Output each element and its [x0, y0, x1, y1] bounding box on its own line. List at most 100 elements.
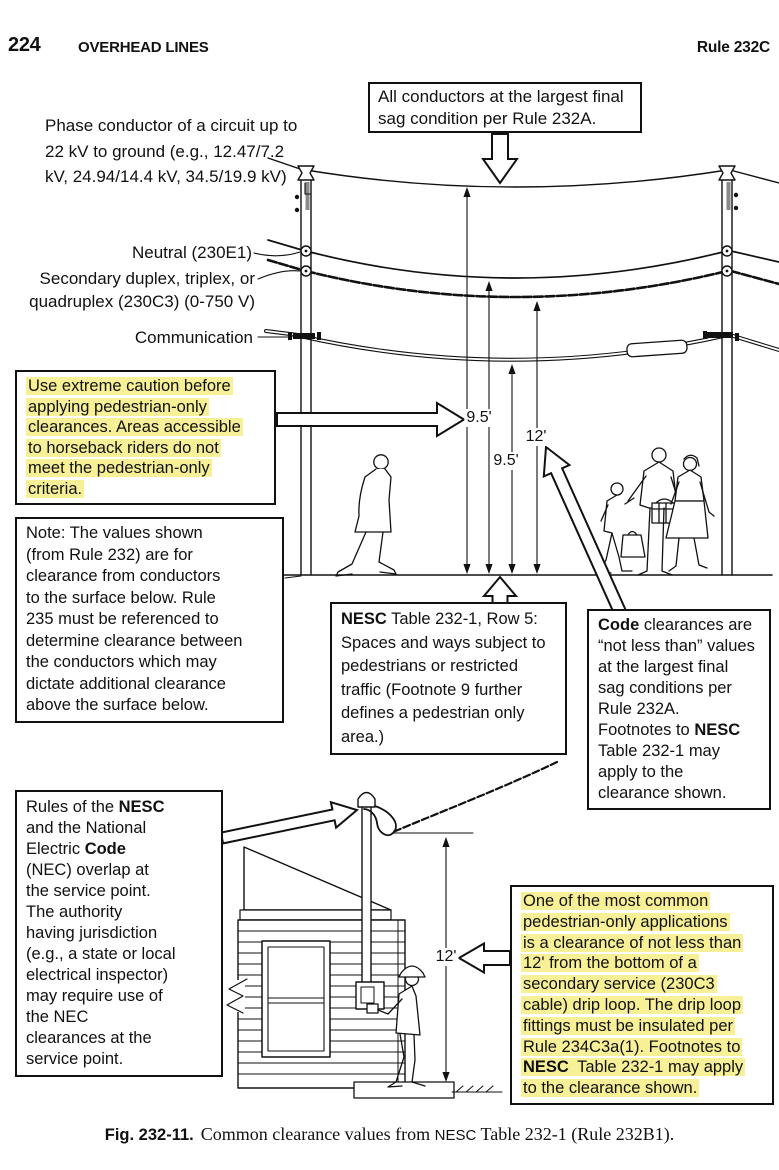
bold-text: NESC: [694, 721, 741, 739]
text-segment: Footnotes to: [598, 721, 695, 739]
caption-text: Common clearance values from: [200, 1124, 435, 1144]
bold-text: NESC: [118, 798, 165, 816]
highlighted-text: criteria.: [26, 479, 85, 498]
text-line: electrical inspector): [26, 966, 169, 984]
text-line: the NEC: [26, 1008, 89, 1026]
text-line: secondary service (230C3: [521, 974, 763, 995]
rule-reference: Rule 232C: [696, 39, 770, 56]
text-segment: Table 232-1, Row 5:: [386, 610, 538, 628]
neutral-label: Neutral (230E1): [131, 243, 252, 262]
clearance-value-neutral: 9.5': [464, 409, 494, 427]
bold-text: NESC: [521, 1058, 571, 1077]
text-line: NESC Table 232-1 may apply: [521, 1057, 763, 1078]
stoop-slab: [353, 1081, 455, 1099]
highlighted-text: meet the pedestrian-only: [26, 459, 212, 477]
text-line: and the National: [26, 819, 147, 837]
text-line: at the largest final: [598, 658, 729, 676]
highlighted-text: applying pedestrian-only: [26, 397, 209, 416]
bold-text: NESC: [341, 610, 387, 628]
highlighted-text: to the clearance shown.: [521, 1079, 700, 1098]
text-line: Note: The values shown: [26, 524, 203, 542]
note-box: Note: The values shown (from Rule 232) a…: [15, 517, 284, 723]
pedestrian-family: [599, 447, 715, 576]
text-line: service point.: [26, 1050, 124, 1068]
text-line: cable) drip loop. The drip loop: [521, 995, 763, 1016]
text-line: Rule 232A.: [598, 700, 680, 718]
text-line: clearances at the: [26, 1029, 152, 1047]
text-line: defines a pedestrian only: [341, 704, 525, 722]
text-line: pedestrians or restricted: [341, 657, 518, 675]
hard-hat: [398, 965, 426, 978]
text-line: above the surface below.: [26, 696, 209, 714]
text-line: criteria.: [26, 479, 265, 500]
text-line: apply to the: [598, 763, 684, 781]
neutral-wire: [267, 239, 779, 279]
text-line: (NEC) overlap at: [26, 861, 149, 879]
text-segment: Rules of the: [26, 798, 119, 816]
text-line: sag condition per Rule 232A.: [378, 108, 597, 128]
figure-number: Fig. 232-11.: [104, 1126, 194, 1144]
text-line: clearance from conductors: [26, 567, 221, 585]
text-line: Electric Code: [26, 839, 212, 860]
text-line: (e.g., a state or local: [26, 945, 176, 963]
text-line: clearances. Areas accessible: [26, 417, 265, 438]
utility-pole-right: [703, 165, 739, 576]
text-line: Secondary duplex, triplex, or: [39, 269, 255, 288]
text-line: the service point.: [26, 882, 151, 900]
text-line: to the clearance shown.: [521, 1078, 763, 1099]
text-line: Footnotes to NESC: [598, 720, 760, 741]
text-line: “not less than” values: [598, 637, 755, 655]
page-number: 224: [8, 34, 41, 56]
text-line: Rules of the NESC: [26, 797, 212, 818]
highlighted-text: secondary service (230C3: [521, 975, 717, 994]
text-line: Spaces and ways subject to: [341, 633, 546, 652]
text-line: may require use of: [26, 987, 163, 1005]
label-pointers: [253, 182, 312, 579]
dimension-arrowheads: [463, 187, 541, 574]
text-line: clearance shown.: [598, 784, 727, 802]
callout-arrows: [219, 133, 627, 975]
text-line: dictate additional clearance: [26, 674, 226, 693]
highlighted-text: fittings must be insulated per: [521, 1016, 736, 1035]
splice-enclosure: [626, 339, 688, 358]
wall-break-symbol: [226, 978, 248, 1014]
text-line: NESC Table 232-1, Row 5:: [341, 608, 556, 632]
drip-loop-box: One of the most common pedestrian-only a…: [510, 885, 774, 1105]
text-line: sag conditions per: [598, 679, 732, 697]
caution-arrow-right: [276, 401, 466, 438]
drip-loop: [363, 805, 397, 837]
text-line: applying pedestrian-only: [26, 397, 265, 418]
code-clearances-box: Code clearances are “not less than” valu…: [587, 609, 771, 810]
clearance-value-secondary: 12': [523, 428, 549, 446]
highlighted-text: Rule 234C3a(1). Footnotes to: [521, 1037, 743, 1056]
text-line: The authority: [26, 903, 123, 921]
text-line: traffic (Footnote 9 further: [341, 680, 523, 699]
clearance-value-communication: 9.5': [491, 452, 521, 470]
text-line: the conductors which may: [26, 653, 217, 671]
text-line: determine clearance between: [26, 631, 243, 650]
secondary-wire: [266, 258, 779, 299]
house-window: [261, 940, 331, 1058]
sag-arrow-down: [481, 133, 519, 185]
text-line: Table 232-1 may: [598, 742, 720, 760]
highlighted-text: to horseback riders do not: [26, 438, 221, 457]
text-line: fittings must be insulated per: [521, 1016, 763, 1037]
text-line: pedestrian-only applications: [521, 912, 763, 933]
text-segment: Electric: [26, 840, 85, 858]
text-segment: clearances are: [639, 616, 753, 634]
dimension-lines: [466, 195, 538, 566]
highlighted-text: pedestrian-only applications: [521, 912, 730, 931]
nesc-nec-rules-box: Rules of the NESC and the National Elect…: [15, 790, 223, 1077]
sag-condition-box: All conductors at the largest final sag …: [368, 82, 642, 133]
nesc-table-row-box: NESC Table 232-1, Row 5: Spaces and ways…: [330, 602, 567, 755]
house: [226, 760, 559, 1099]
text-line: 22 kV to ground (e.g., 12.47/7.2: [45, 141, 285, 161]
bold-text: Code: [84, 840, 126, 858]
communication-wire: [264, 329, 779, 362]
text-line: having jurisdiction: [26, 924, 158, 942]
text-line: 235 must be referenced to: [26, 610, 219, 628]
drip-arrow-left: [457, 941, 511, 975]
highlighted-text: One of the most common: [521, 892, 711, 910]
text-line: Code clearances are: [598, 615, 760, 636]
